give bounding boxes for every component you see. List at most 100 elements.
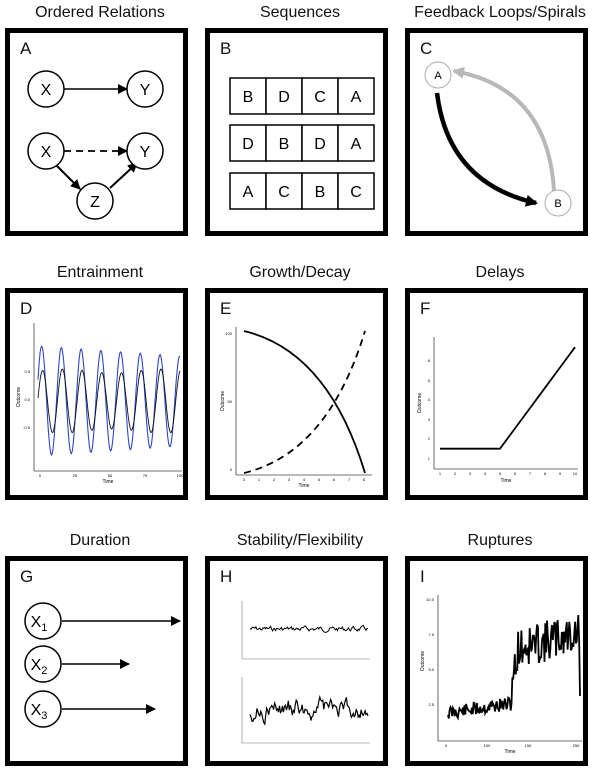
- panel-f-title: Delays: [475, 264, 525, 281]
- label-a: A: [434, 70, 442, 82]
- x-axis-label: Time: [501, 478, 512, 484]
- ordered-relations-diagram: X Y X Y Z: [27, 70, 164, 220]
- seq-cell: A: [351, 89, 362, 106]
- growth-decay-chart: 100 50 0 0 1 2 3 4 5 6 7 8 Time Outcome: [220, 327, 372, 489]
- svg-text:2: 2: [273, 477, 276, 482]
- y-axis-label: Outcome: [420, 651, 426, 672]
- panel-entrainment: D 0.5 0.0 -0.5 0 25 50 75 100 Time Outco…: [5, 288, 188, 500]
- x-tick: 50: [108, 473, 113, 478]
- panel-feedback-loops: C A B: [405, 28, 588, 236]
- x-ticks: 0 1 2 3 4 5 6 7 8: [243, 477, 366, 482]
- svg-text:1: 1: [258, 477, 261, 482]
- sequence-row-1: B D C A: [229, 77, 375, 115]
- panel-letter: H: [220, 567, 233, 586]
- svg-text:4: 4: [303, 477, 306, 482]
- svg-text:1: 1: [439, 471, 442, 476]
- svg-text:3: 3: [428, 417, 431, 422]
- x-axis-label: Time: [505, 749, 516, 755]
- panel-delays: F 6 5 4 3 2 1 1 2 3 4 5 6 7 8 9 10 Time …: [405, 288, 588, 500]
- node-a: [424, 61, 452, 89]
- x-tick: 25: [73, 473, 78, 478]
- svg-text:5.0: 5.0: [428, 667, 434, 672]
- svg-text:4: 4: [428, 397, 431, 402]
- panel-ordered-relations: A X Y X Y Z: [5, 28, 188, 236]
- panel-letter: G: [20, 567, 34, 586]
- svg-text:5: 5: [318, 477, 321, 482]
- node-x2: [24, 645, 62, 683]
- svg-text:6: 6: [333, 477, 336, 482]
- x-ticks: 0 100 150 250: [445, 743, 580, 748]
- x-axis-label: Time: [299, 483, 310, 489]
- delays-chart: 6 5 4 3 2 1 1 2 3 4 5 6 7 8 9 10 Time Ou…: [417, 337, 578, 484]
- seq-cell: B: [315, 184, 326, 201]
- entrainment-series-black: [37, 368, 181, 434]
- svg-text:X2: X2: [31, 657, 48, 677]
- panel-a-title: Ordered Relations: [35, 4, 165, 21]
- svg-text:4: 4: [484, 471, 487, 476]
- panel-i-title: Ruptures: [467, 532, 533, 549]
- ruptures-chart: 10.0 7.5 5.0 2.5 0 100 150 250 Time Outc…: [420, 595, 582, 755]
- node-b: [544, 189, 572, 217]
- y-tick: -0.5: [23, 425, 31, 430]
- svg-text:2.5: 2.5: [428, 702, 434, 707]
- svg-text:7: 7: [529, 471, 532, 476]
- duration-diagram: X1 X2 X3: [24, 602, 181, 728]
- seq-cell: C: [350, 184, 362, 201]
- x-tick: 0: [39, 473, 42, 478]
- stability-chart: [241, 601, 370, 744]
- panel-c-title: Feedback Loops/Spirals: [414, 4, 586, 21]
- node-x-top: [27, 70, 65, 108]
- svg-text:7: 7: [348, 477, 351, 482]
- seq-cell: D: [242, 136, 254, 153]
- x-axis-label: Time: [103, 479, 114, 485]
- node-x1: [24, 602, 62, 640]
- svg-text:8: 8: [363, 477, 366, 482]
- panel-d-title: Entrainment: [56, 264, 144, 281]
- svg-text:0: 0: [445, 743, 448, 748]
- seq-cell: A: [243, 184, 254, 201]
- y-ticks: 10.0 7.5 5.0 2.5: [426, 597, 435, 707]
- panel-letter: F: [420, 299, 431, 318]
- delay-series: [440, 346, 576, 450]
- svg-text:5: 5: [499, 471, 502, 476]
- sequences-diagram: B D C A D B D A A C B C: [229, 77, 375, 210]
- svg-text:0: 0: [243, 477, 246, 482]
- panel-growth-decay: E 100 50 0 0 1 2 3 4 5 6 7 8 Time Outcom…: [205, 288, 388, 500]
- feedback-forward-arrow: [434, 92, 538, 207]
- y-tick: 0: [230, 467, 233, 472]
- seq-cell: B: [243, 89, 254, 106]
- label-y-top: Y: [140, 82, 151, 99]
- panel-g-title: Duration: [69, 532, 131, 549]
- seq-cell: D: [278, 89, 290, 106]
- svg-text:10: 10: [573, 471, 578, 476]
- y-axis-label: Outcome: [16, 387, 22, 408]
- feedback-back-arrow: [452, 66, 556, 192]
- panel-letter: D: [20, 299, 33, 318]
- sequence-row-3: A C B C: [229, 172, 375, 210]
- panel-letter: I: [420, 567, 425, 586]
- panel-e-title: Growth/Decay: [249, 264, 351, 281]
- y-tick: 0.0: [24, 397, 30, 402]
- y-tick: 0.5: [24, 369, 30, 374]
- x-tick: 75: [143, 473, 148, 478]
- x-ticks: 1 2 3 4 5 6 7 8 9 10: [439, 471, 578, 476]
- y-axis-label: Outcome: [417, 393, 423, 414]
- svg-text:5: 5: [428, 378, 431, 383]
- ruptures-series: [447, 615, 581, 721]
- panel-b-title: Sequences: [259, 4, 341, 21]
- growth-curve-dashed: [243, 330, 366, 474]
- panel-sequences: B B D C A D B D A A C: [205, 28, 388, 236]
- flexible-series: [249, 694, 369, 726]
- svg-text:8: 8: [544, 471, 547, 476]
- svg-text:X3: X3: [31, 702, 48, 722]
- y-tick: 100: [225, 331, 232, 336]
- panel-h-title: Stability/Flexibility: [236, 532, 364, 549]
- svg-text:1: 1: [428, 456, 431, 461]
- label-x-top: X: [41, 82, 52, 99]
- panel-letter: B: [220, 39, 232, 58]
- panel-duration: G X1 X2 X3: [5, 556, 188, 766]
- svg-text:9: 9: [559, 471, 562, 476]
- edge-z-y: [109, 162, 138, 189]
- label-y-bottom: Y: [140, 144, 151, 161]
- svg-text:X1: X1: [31, 614, 48, 634]
